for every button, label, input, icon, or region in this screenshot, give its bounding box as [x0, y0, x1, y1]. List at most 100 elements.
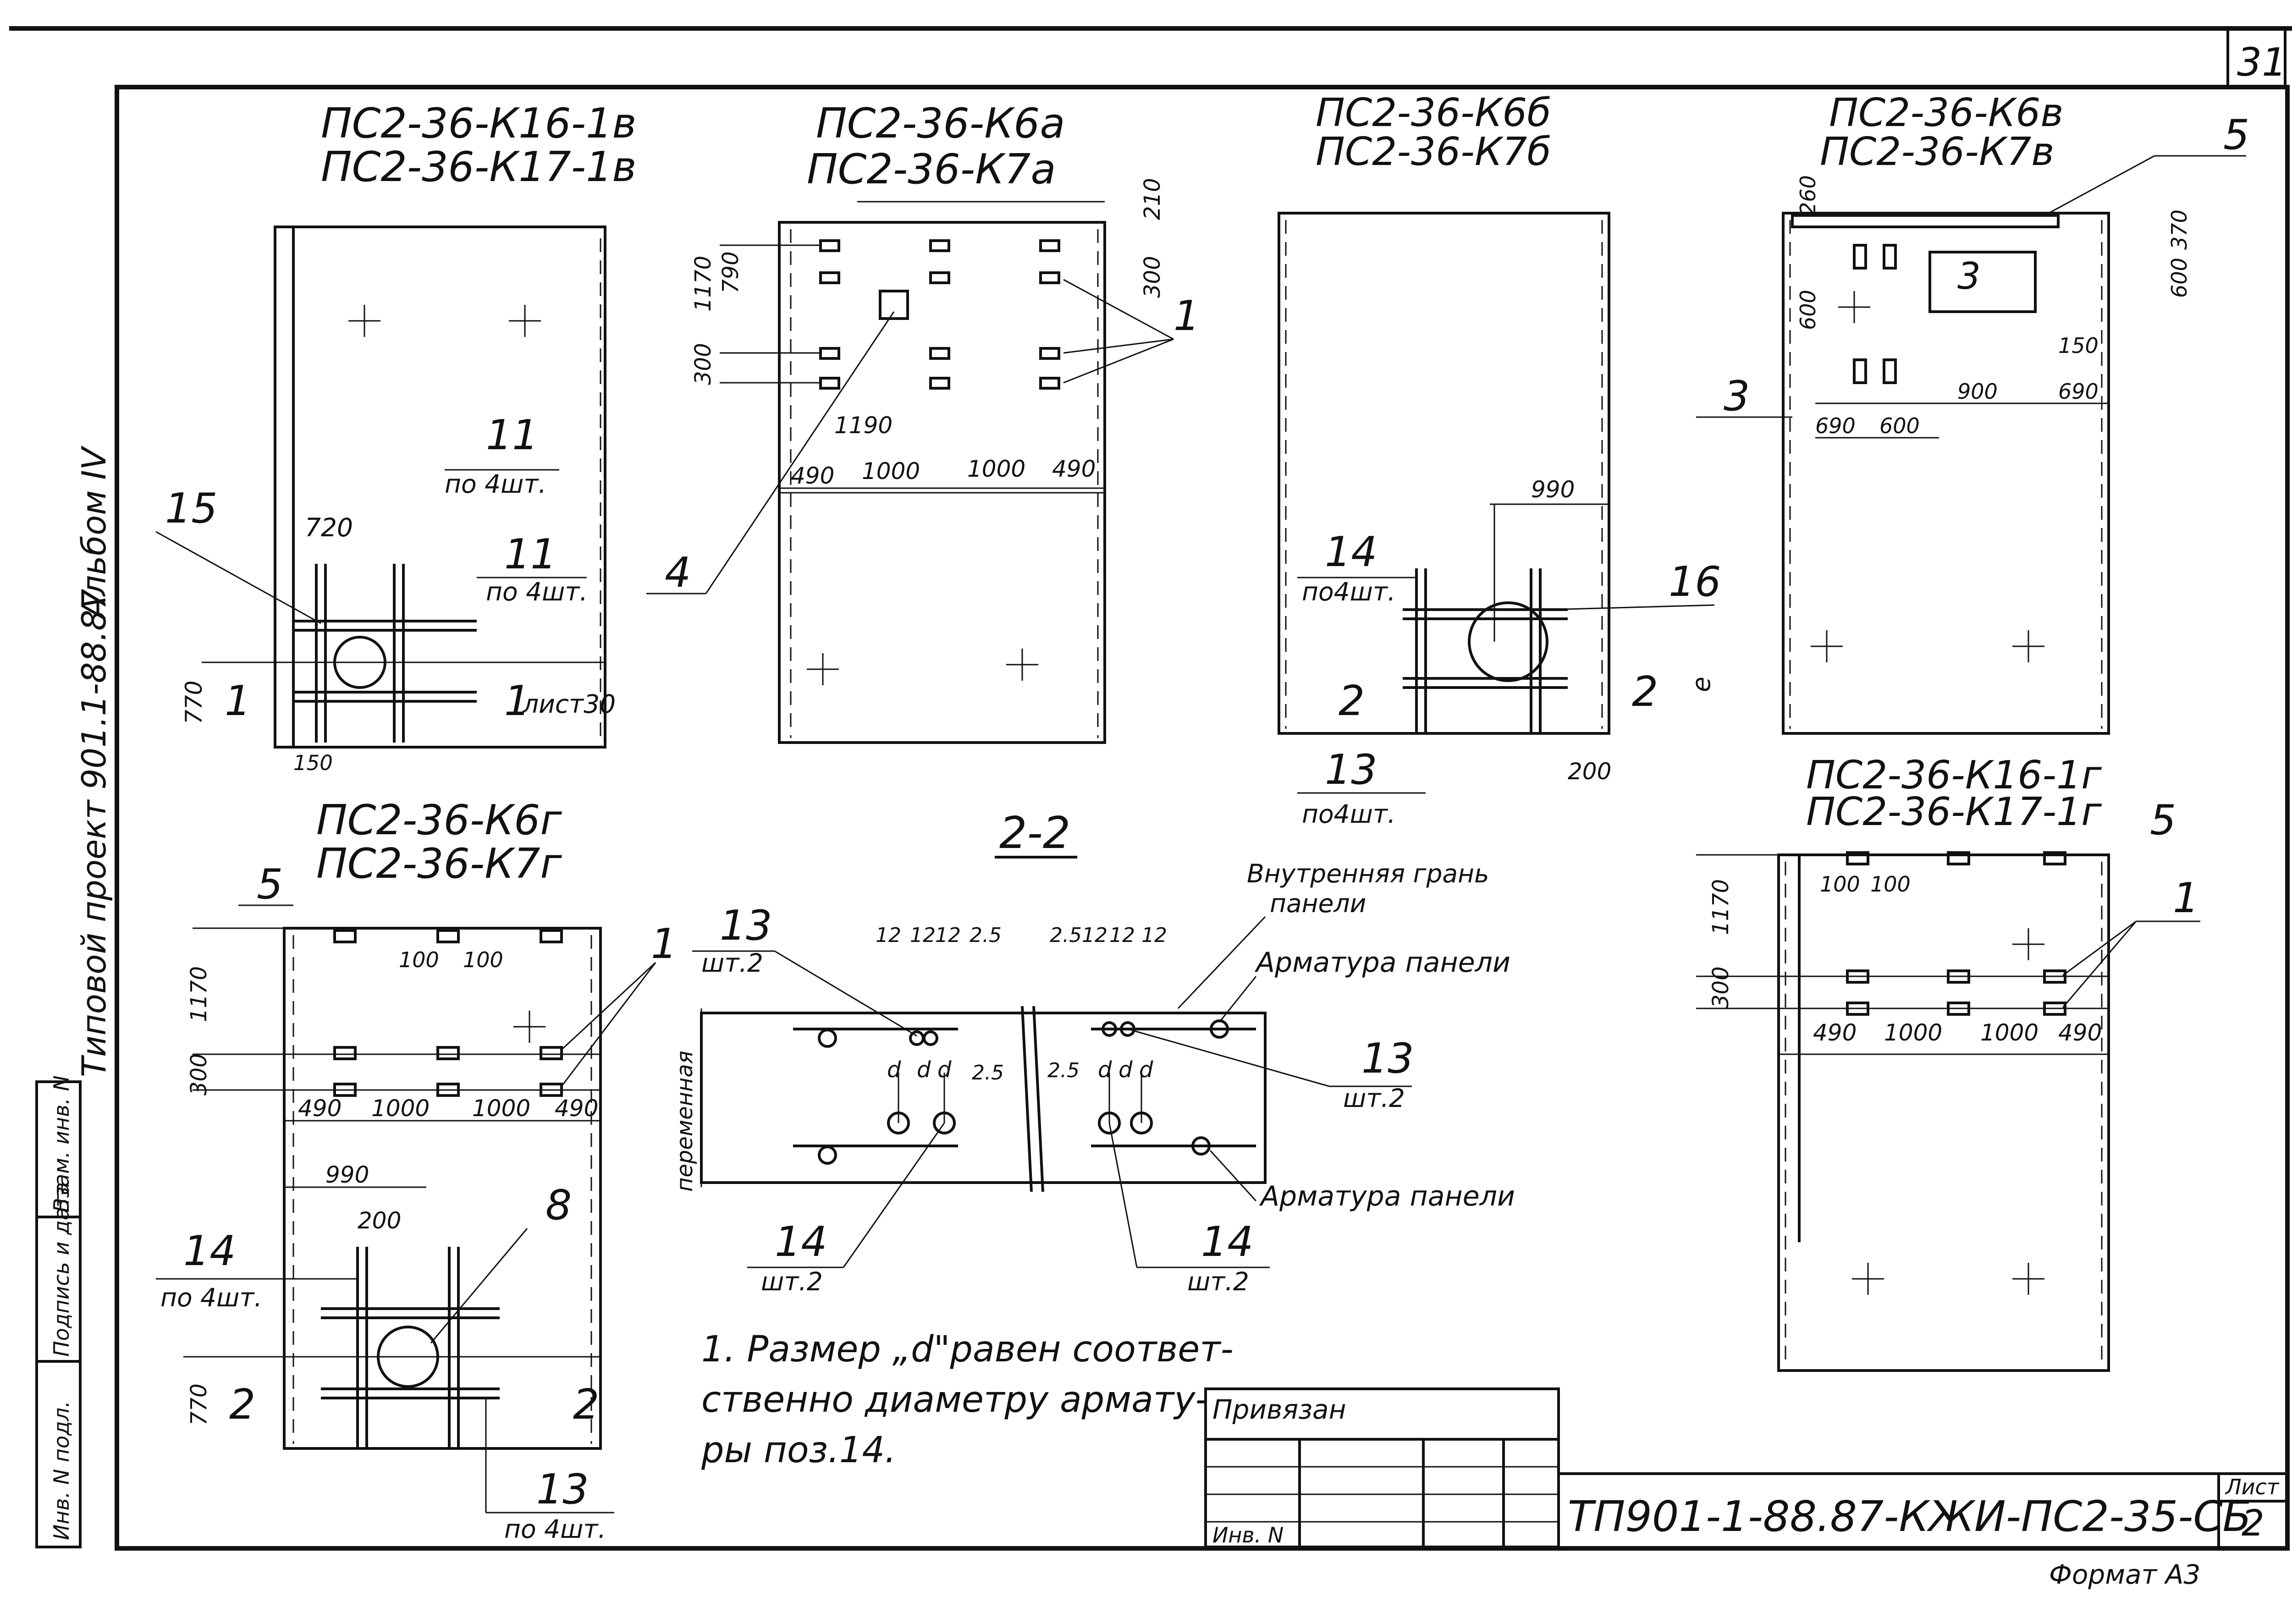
panel-k6b: ПС2-36-К6б ПС2-36-К7б	[1278, 90, 1610, 735]
k6b-dim-990: 990	[1531, 476, 1575, 503]
title-sheet-no: 2	[2242, 1503, 2264, 1544]
k16-section-mark-left: 1	[225, 677, 251, 725]
panel-k6v-title-1: ПС2-36-К6в	[1829, 90, 2063, 136]
title-sheet-label: Лист	[2225, 1475, 2280, 1499]
section-label-inner-face: Внутренняя грань	[1247, 859, 1489, 888]
section-label-inner-face-2: панели	[1270, 889, 1366, 918]
k16-section-mark-right: 1	[504, 677, 530, 725]
k6g-section-mark-left: 2	[229, 1381, 255, 1429]
k6a-dim-210: 210	[1140, 178, 1165, 220]
k16-dim-770: 770	[181, 681, 207, 724]
panel-k6b-title-1: ПС2-36-К6б	[1316, 90, 1551, 136]
side-stamp: Инв. N подл. Подпись и дата Взам. инв. N	[35, 1075, 82, 1548]
panel-k16-title-2: ПС2-36-К17-1в	[321, 143, 636, 191]
k6a-callout-4: 4	[665, 549, 691, 597]
k6b-dim-200: 200	[1568, 758, 1611, 785]
project-label: Типовой проект 901.1-88.87	[75, 589, 113, 1077]
k16g-dim-100-a: 100	[1820, 872, 1860, 897]
k6g-callout-13-qty: по 4шт.	[504, 1514, 606, 1544]
k16g-dim-1000-b: 1000	[1980, 1019, 2039, 1046]
panel-k16g-title-2: ПС2-36-К17-1г	[1806, 789, 2102, 835]
k16g-dim-490-left: 490	[1813, 1019, 1857, 1046]
k6v-dim-150: 150	[2058, 333, 2099, 358]
k6a-dim-1000-a: 1000	[862, 458, 920, 484]
panel-k6g-title-2: ПС2-36-К7г	[316, 840, 562, 888]
k16-dim-150: 150	[293, 751, 333, 775]
k16-callout-11a-qty: по 4шт.	[445, 469, 546, 499]
k16-dim-720: 720	[305, 513, 353, 542]
section-dim-mr-1: d	[1098, 1057, 1112, 1083]
section-dim-mr-0: 2.5	[1047, 1059, 1080, 1082]
k6v-dim-690-right: 690	[2058, 379, 2099, 404]
k16-sheet-ref: лист30	[522, 689, 616, 719]
section-dim-tl-3: 2.5	[970, 924, 1002, 947]
k6v-dim-600-left: 600	[1796, 290, 1820, 330]
k6g-dim-100-a: 100	[399, 947, 439, 972]
k6g-dim-490-right: 490	[555, 1095, 598, 1122]
panel-k6a-title-2: ПС2-36-К7а	[807, 145, 1056, 193]
panel-k6v-title-2: ПС2-36-К7в	[1820, 129, 2054, 175]
section-dim-tl-0: 12	[876, 924, 901, 947]
panel-k16-1v: ПС2-36-К16-1в ПС2-36-К17-1в	[202, 99, 636, 749]
k16g-dim-1000-a: 1000	[1884, 1019, 1942, 1046]
section-2-2: 2-2	[700, 808, 1267, 1192]
k6v-callout-5: 5	[2223, 111, 2249, 159]
section-label-rebar-top: Арматура панели	[1254, 947, 1510, 979]
panel-k16-title-1: ПС2-36-К16-1в	[321, 99, 636, 148]
title-block	[1204, 1387, 2287, 1548]
k6g-dim-490-left: 490	[298, 1095, 342, 1122]
k6b-callout-13-qty: по4шт.	[1302, 799, 1395, 829]
k6a-dim-790: 790	[718, 251, 744, 293]
k6g-dim-300: 300	[186, 1053, 212, 1096]
k16g-callout-1: 1	[2173, 874, 2199, 922]
stamp-vzam-inv: Взам. инв. N	[49, 1075, 74, 1212]
title-privyazan: Привязан	[1212, 1394, 1346, 1425]
title-format: Формат А3	[2049, 1559, 2200, 1590]
k6b-callout-13: 13	[1325, 746, 1377, 794]
k6b-dim-e: е	[1686, 677, 1716, 692]
section-callout-14-left-qty: шт.2	[761, 1267, 823, 1296]
title-designation: ТП901-1-88.87-КЖИ-ПС2-35-СБ	[1568, 1492, 2252, 1541]
k6b-callout-14-qty: по4шт.	[1302, 577, 1395, 606]
section-dim-mr-3: d	[1139, 1057, 1153, 1083]
k6b-callout-14: 14	[1325, 528, 1377, 576]
k6g-callout-13: 13	[536, 1465, 589, 1514]
stamp-podpis-data: Подпись и дата	[49, 1182, 74, 1357]
k6b-section-mark-left: 2	[1339, 677, 1365, 725]
k6a-dim-300-right: 300	[1140, 256, 1165, 298]
stamp-inv-podl: Инв. N подл.	[49, 1401, 74, 1540]
k6v-dim-600-right: 600	[2167, 258, 2192, 298]
section-callout-14-right: 14	[1201, 1218, 1254, 1266]
k6g-callout-14-qty: по 4шт.	[160, 1283, 262, 1312]
section-dim-ml-1: d	[917, 1057, 931, 1083]
k6g-dim-1170: 1170	[186, 966, 212, 1022]
k16-callout-11b-qty: по 4шт.	[486, 577, 588, 606]
section-callout-14-left: 14	[775, 1218, 827, 1266]
k6v-dim-600-bottom: 600	[1879, 413, 1920, 438]
k16g-dim-1170: 1170	[1708, 879, 1734, 935]
k6v-dim-690-left: 690	[1815, 413, 1856, 438]
section-dim-tr-3: 12	[1141, 924, 1167, 947]
k6v-dim-260: 260	[1796, 175, 1820, 215]
k6a-dim-1000-b: 1000	[967, 456, 1025, 482]
section-callout-13-right: 13	[1361, 1035, 1414, 1083]
section-dim-ml-3: 2.5	[972, 1061, 1004, 1085]
section-dim-ml-2: d	[937, 1057, 952, 1083]
section-callout-13-left: 13	[720, 902, 772, 950]
k6g-section-mark-right: 2	[573, 1381, 599, 1429]
k16-callout-15: 15	[165, 484, 218, 533]
k6g-dim-200: 200	[358, 1207, 401, 1234]
section-callout-13-left-qty: шт.2	[701, 948, 763, 978]
k6g-dim-770: 770	[186, 1383, 212, 1426]
k6b-section-mark-right: 2	[1632, 668, 1658, 716]
title-inv-no: Инв. N	[1212, 1523, 1284, 1547]
panel-k6g-title-1: ПС2-36-К6г	[316, 796, 562, 844]
sheet-number: 31	[2237, 40, 2286, 85]
note-line-3: ры поз.14.	[701, 1430, 896, 1471]
k16-callout-11a: 11	[486, 411, 539, 459]
k16g-dim-100-b: 100	[1870, 872, 1911, 897]
panel-k6b-title-2: ПС2-36-К7б	[1316, 129, 1551, 175]
k6g-dim-1000-a: 1000	[371, 1095, 430, 1122]
k6v-callout-3-outer: 3	[1724, 372, 1750, 420]
section-callout-14-right-qty: шт.2	[1187, 1267, 1249, 1296]
